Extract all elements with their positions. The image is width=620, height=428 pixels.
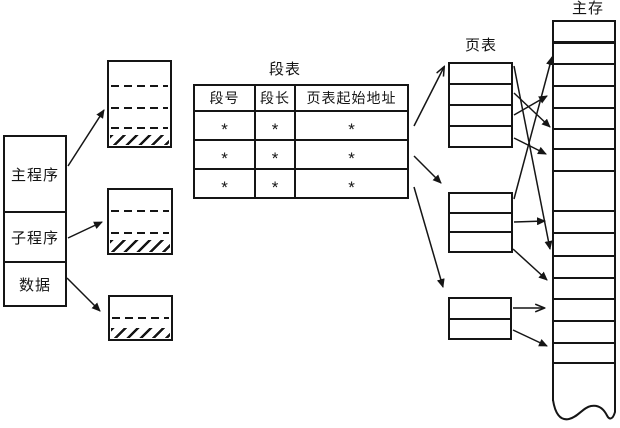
segment-table-row: * * *	[193, 168, 409, 199]
job-segment-main: 主程序	[5, 137, 65, 213]
segment-table-header-row: 段号 段长 页表起始地址	[193, 84, 409, 112]
job-box: 主程序 子程序 数据	[3, 135, 67, 307]
arrow-pt1-row3-to-memory	[513, 95, 548, 116]
segment-table-row: * * *	[193, 110, 409, 141]
page-divider-line	[111, 232, 169, 234]
segment-table-header: 段号 段长 页表起始地址	[193, 84, 409, 112]
memory-frame-row	[554, 65, 614, 87]
asterisk-value: *	[348, 177, 355, 197]
asterisk-value: *	[271, 148, 279, 168]
memory-frame-row	[554, 130, 614, 150]
segment-table-row: * * *	[193, 139, 409, 170]
page-table-2	[448, 192, 513, 253]
asterisk-value: *	[221, 148, 228, 168]
memory-frame-row	[554, 234, 614, 257]
segment-table-cell: *	[254, 110, 296, 141]
memory-frame-row	[554, 279, 614, 300]
page-table-row	[450, 299, 510, 320]
asterisk-value: *	[221, 177, 228, 197]
page-divider-line	[111, 127, 168, 129]
arrow-pt2-row3-to-memory	[512, 248, 548, 281]
memory-frame-row	[554, 322, 614, 344]
page-table-row	[450, 106, 511, 127]
page-divider-line	[111, 210, 169, 212]
job-segment-sub-label: 子程序	[10, 229, 59, 247]
arrow-data-to-segment3	[66, 277, 101, 312]
job-segment-data: 数据	[5, 263, 65, 305]
memory-frame-row	[554, 44, 614, 65]
segment-table-body: * * * * * * * * *	[193, 110, 409, 199]
segment-image-3	[108, 295, 173, 341]
page-table-title: 页表	[464, 37, 497, 54]
arrow-pt1-row2-to-memory	[513, 92, 551, 128]
page-divider-line	[112, 317, 169, 319]
main-memory-box	[552, 20, 616, 401]
segment-image-2	[107, 188, 173, 255]
internal-fragment-hatch	[110, 135, 169, 145]
col-header-segment-number: 段号	[193, 84, 256, 112]
arrow-pt2-row2-to-memory	[513, 217, 546, 226]
segment-image-1	[107, 60, 172, 148]
memory-frame-row	[554, 22, 614, 44]
memory-frame-row	[554, 212, 614, 234]
segment-table-cell: *	[193, 110, 256, 141]
main-memory-title: 主存	[571, 0, 604, 17]
internal-fragment-hatch	[111, 328, 170, 338]
page-divider-line	[111, 85, 168, 87]
memory-frame-row	[554, 150, 614, 172]
asterisk-value: *	[271, 119, 279, 139]
asterisk-value: *	[271, 177, 279, 197]
arrow-pt2-row1-to-memory	[513, 56, 554, 200]
memory-frame-row	[554, 257, 614, 279]
segment-table-cell: *	[294, 168, 409, 199]
col-header-pagetable-start-address: 页表起始地址	[294, 84, 409, 112]
memory-frame-row	[554, 87, 614, 109]
segment-table: 段号 段长 页表起始地址 * * * * * * * * *	[193, 84, 409, 199]
segment-table-cell: *	[193, 168, 256, 199]
segment-table-title: 段表	[268, 61, 301, 78]
memory-frame-row	[554, 364, 614, 403]
segment-table-cell: *	[294, 139, 409, 170]
memory-frame-row	[554, 172, 614, 212]
arrow-segrow1-to-pagetable1	[413, 67, 444, 127]
arrow-main-program-to-segment1	[67, 109, 105, 167]
asterisk-value: *	[348, 148, 355, 168]
asterisk-value: *	[221, 119, 228, 139]
page-table-row	[450, 194, 511, 214]
page-table-3	[448, 297, 512, 340]
asterisk-value: *	[348, 119, 355, 139]
page-table-row	[450, 233, 511, 251]
job-segment-data-label: 数据	[18, 276, 51, 294]
segment-table-cell: *	[254, 168, 296, 199]
arrow-sub-program-to-segment2	[67, 221, 103, 239]
memory-frame-row	[554, 109, 614, 130]
page-table-row	[450, 85, 511, 106]
page-divider-line	[111, 107, 168, 109]
arrow-pt1-row1-to-memory	[513, 65, 553, 250]
arrow-pt1-row4-to-memory	[513, 137, 547, 155]
page-table-1	[448, 62, 513, 148]
job-segment-sub: 子程序	[5, 213, 65, 263]
memory-frame-row	[554, 344, 614, 364]
page-table-row	[450, 64, 511, 85]
job-segment-main-label: 主程序	[10, 166, 59, 184]
page-table-row	[450, 214, 511, 234]
arrow-segrow2-to-pagetable2	[413, 155, 442, 184]
memory-frame-row	[554, 300, 614, 322]
segment-table-cell: *	[294, 110, 409, 141]
arrow-pt3-row2-to-memory	[512, 329, 548, 347]
segment-table-cell: *	[193, 139, 256, 170]
segment-table-cell: *	[254, 139, 296, 170]
page-table-row	[450, 320, 510, 339]
arrow-segrow3-to-pagetable3	[413, 186, 445, 288]
col-header-segment-length: 段长	[254, 84, 296, 112]
internal-fragment-hatch	[110, 240, 170, 252]
page-table-row	[450, 127, 511, 146]
